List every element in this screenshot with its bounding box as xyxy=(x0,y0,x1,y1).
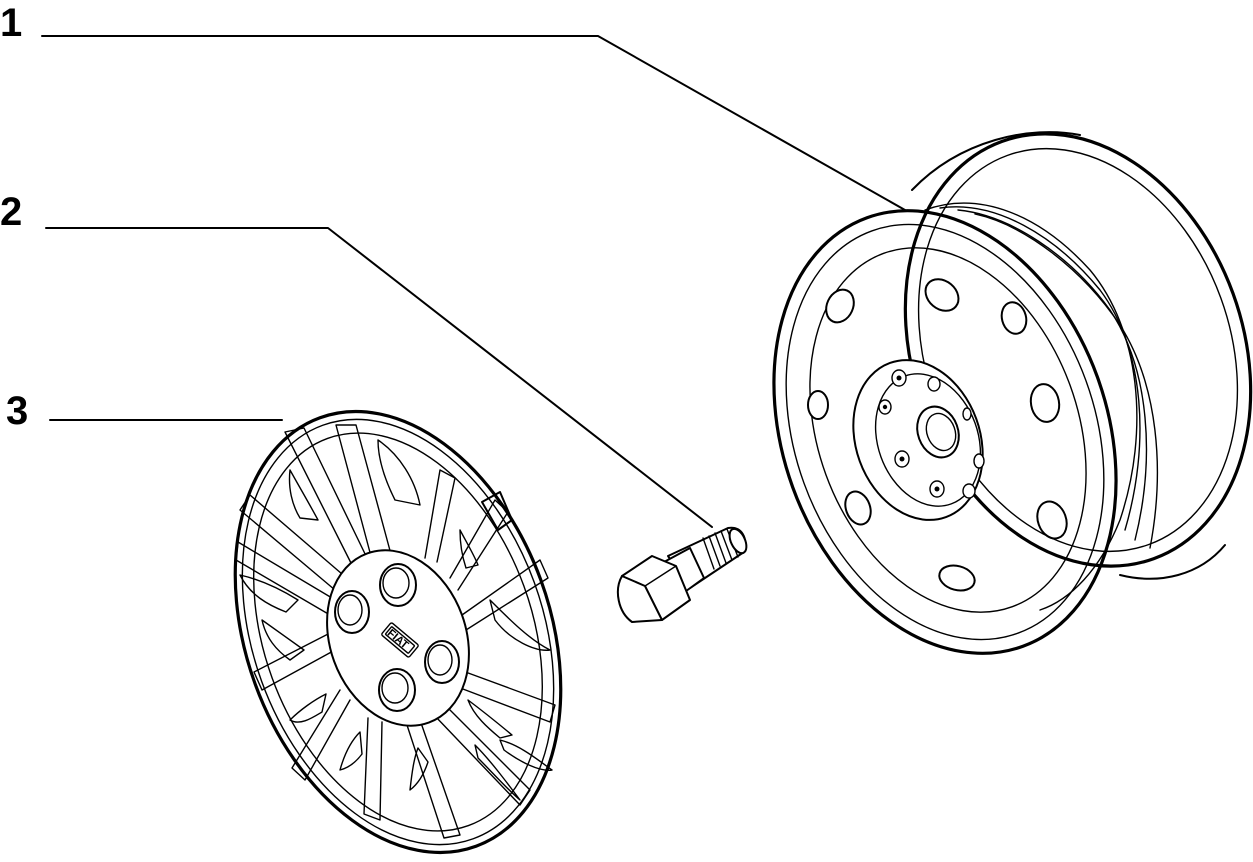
callout-number-2: 2 xyxy=(0,190,22,234)
leader-line-1 xyxy=(41,35,906,211)
callout-3: 3 xyxy=(6,389,283,433)
callout-2: 2 xyxy=(0,190,713,528)
hubcap-spokes xyxy=(235,424,556,839)
callout-number-1: 1 xyxy=(0,1,22,45)
leader-line-2 xyxy=(45,227,713,528)
hubcap-icon: FIAT xyxy=(233,409,563,855)
wheel-rim-icon xyxy=(772,131,1253,655)
hubcap-pockets xyxy=(239,439,553,801)
callout-number-3: 3 xyxy=(6,389,28,433)
callout-1: 1 xyxy=(0,1,906,211)
wheel-bolt-icon xyxy=(616,526,748,623)
